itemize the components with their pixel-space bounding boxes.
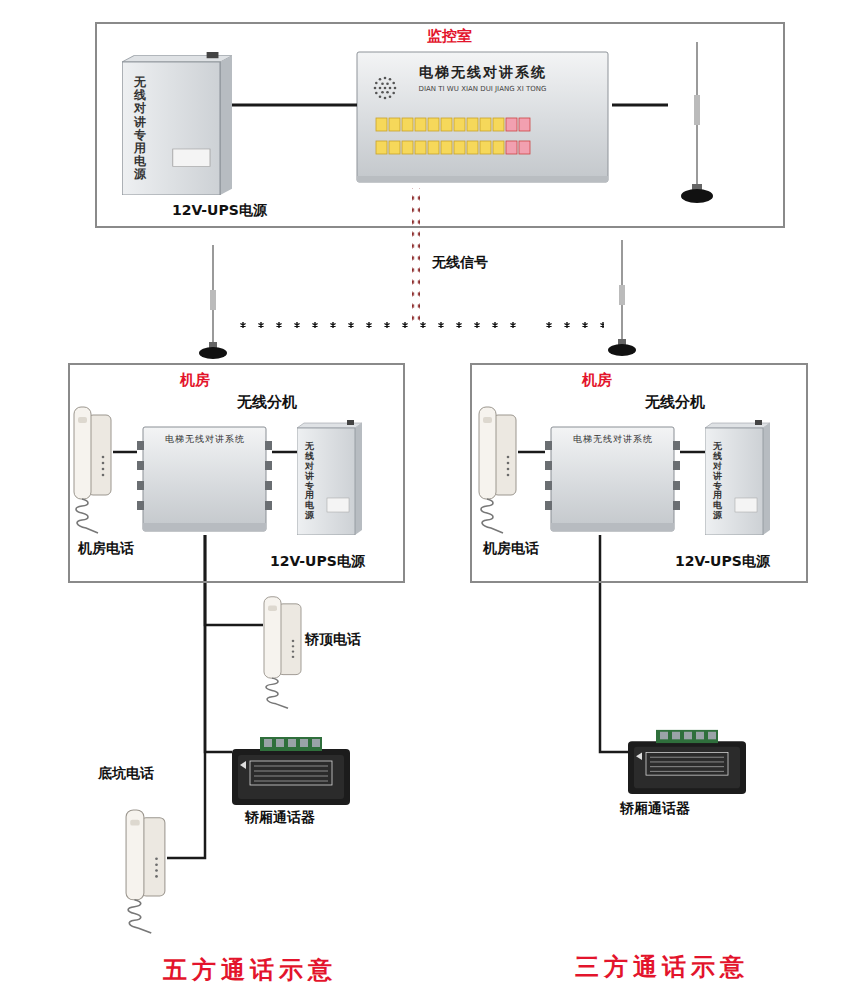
- wire-connector: [600, 535, 628, 752]
- car-intercom: 轿厢通话器: [628, 728, 746, 794]
- device-label: 12V-UPS电源: [172, 202, 267, 219]
- wire-connector: [680, 451, 705, 454]
- wire-connector: [113, 451, 137, 454]
- device-label: 无线对讲专用电源: [134, 76, 146, 182]
- region-heading: 机房: [180, 371, 210, 389]
- region-box: 机房电梯无线对讲系统无线分机机房电话无线对讲专用电源12V-UPS电源: [68, 363, 405, 583]
- phone: 轿顶电话: [263, 595, 303, 710]
- device-label: 12V-UPS电源: [270, 553, 365, 570]
- device-label: 轿顶电话: [305, 631, 361, 648]
- device-label: 机房电话: [78, 540, 134, 557]
- device-label: 电梯无线对讲系统: [357, 64, 608, 81]
- device-label: 底坑电话: [98, 765, 154, 782]
- wire-connector: [205, 535, 263, 625]
- car-intercom: 轿厢通话器: [232, 735, 350, 805]
- device-label: 电梯无线对讲系统: [137, 434, 272, 445]
- wire-connector: [167, 535, 205, 858]
- device-label: 轿厢通话器: [620, 800, 690, 817]
- region-heading: 监控室: [427, 27, 472, 45]
- wire-connector: [205, 535, 232, 752]
- wireless-unit: 电梯无线对讲系统无线分机: [545, 423, 680, 535]
- power-supply: 无线对讲专用电源12V-UPS电源: [705, 420, 770, 535]
- device-label: DIAN TI WU XIAN DUI JIANG XI TONG: [357, 85, 608, 93]
- device-label: 无线分机: [645, 393, 705, 411]
- device-label: 无线分机: [237, 393, 297, 411]
- power-supply: 无线对讲专用电源12V-UPS电源: [122, 52, 232, 195]
- phone: 底坑电话: [125, 808, 167, 935]
- device-label: 无线对讲专用电源: [305, 442, 314, 521]
- wire-connector: [232, 104, 357, 107]
- region-box: 监控室无线对讲专用电源12V-UPS电源电梯无线对讲系统DIAN TI WU X…: [95, 22, 785, 228]
- caption-label: 三方通话示意: [575, 953, 749, 982]
- wire-connector: [272, 451, 297, 454]
- control-unit: 电梯无线对讲系统 DIAN TI WU XIAN DUI JIANG XI TON…: [357, 52, 608, 182]
- device-label: 电梯无线对讲系统: [545, 434, 680, 445]
- region-box: 机房电梯无线对讲系统无线分机机房电话无线对讲专用电源12V-UPS电源: [470, 363, 808, 583]
- wireless-unit: 电梯无线对讲系统无线分机: [137, 423, 272, 535]
- region-heading: 机房: [582, 371, 612, 389]
- power-supply: 无线对讲专用电源12V-UPS电源: [297, 420, 362, 535]
- device-label: 无线对讲专用电源: [713, 442, 722, 521]
- device-label: 轿厢通话器: [245, 809, 315, 826]
- caption-label: 五方通话示意: [163, 956, 337, 985]
- wire-connector: [518, 451, 545, 454]
- signal-label: 无线信号: [430, 254, 490, 271]
- device-label: 12V-UPS电源: [675, 553, 770, 570]
- device-label: 机房电话: [483, 540, 539, 557]
- phone: 机房电话: [73, 405, 113, 535]
- phone: 机房电话: [478, 405, 518, 535]
